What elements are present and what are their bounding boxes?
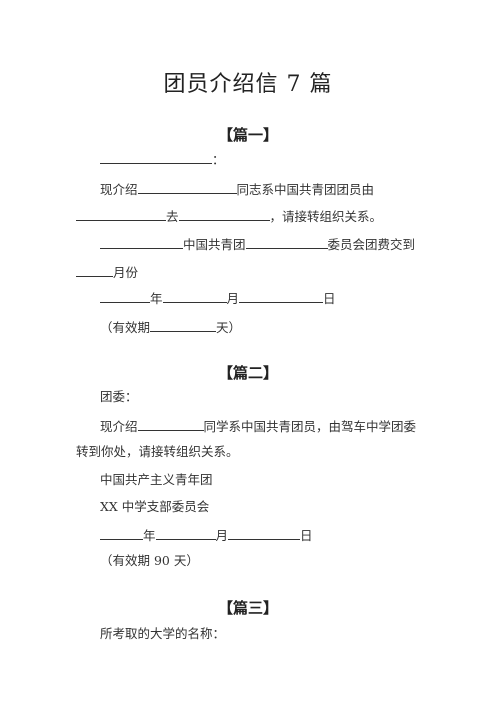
s2-line-transfer: 转到你处，请接转组织关系。 <box>76 444 239 459</box>
blank-field <box>100 235 183 249</box>
blank-field <box>137 180 237 194</box>
blank-field <box>137 417 204 431</box>
blank-field <box>239 289 324 303</box>
s1-line-addressee: ： <box>100 150 225 168</box>
blank-field <box>100 526 143 540</box>
s3-line-university: 所考取的大学的名称： <box>100 626 226 641</box>
blank-field <box>162 289 227 303</box>
blank-field <box>76 263 113 277</box>
section-3-heading: 【篇三】 <box>217 599 278 617</box>
s2-line-branch: XX 中学支部委员会 <box>100 499 210 514</box>
s1-line-introduce: 现介绍同志系中国共青团团员由 <box>100 180 375 197</box>
blank-field <box>76 207 166 221</box>
blank-field <box>155 526 216 540</box>
section-2-heading: 【篇二】 <box>217 364 278 382</box>
s2-line-org: 中国共产主义青年团 <box>100 472 213 487</box>
s1-line-date: 年月日 <box>100 289 336 307</box>
section-1-heading: 【篇一】 <box>217 126 278 144</box>
blank-field <box>228 526 301 540</box>
s1-line-committee: 中国共青团委员会团费交到 <box>100 235 415 253</box>
s2-line-addressee: 团委： <box>100 389 138 404</box>
blank-field <box>245 235 328 249</box>
s1-line-validity: （有效期天） <box>100 318 242 335</box>
blank-field <box>100 289 150 303</box>
s2-line-introduce: 现介绍同学系中国共青团员，由驾车中学团委 <box>100 417 417 434</box>
s1-line-month: 月份 <box>76 263 138 281</box>
s1-line-transfer: 去，请接转组织关系。 <box>76 207 382 225</box>
s2-line-date: 年月日 <box>100 526 313 544</box>
blank-field <box>150 318 217 332</box>
blank-field <box>178 207 270 221</box>
document-title: 团员介绍信 7 篇 <box>163 72 333 97</box>
s2-line-validity: （有效期 90 天） <box>100 553 199 568</box>
blank-field <box>100 150 212 164</box>
